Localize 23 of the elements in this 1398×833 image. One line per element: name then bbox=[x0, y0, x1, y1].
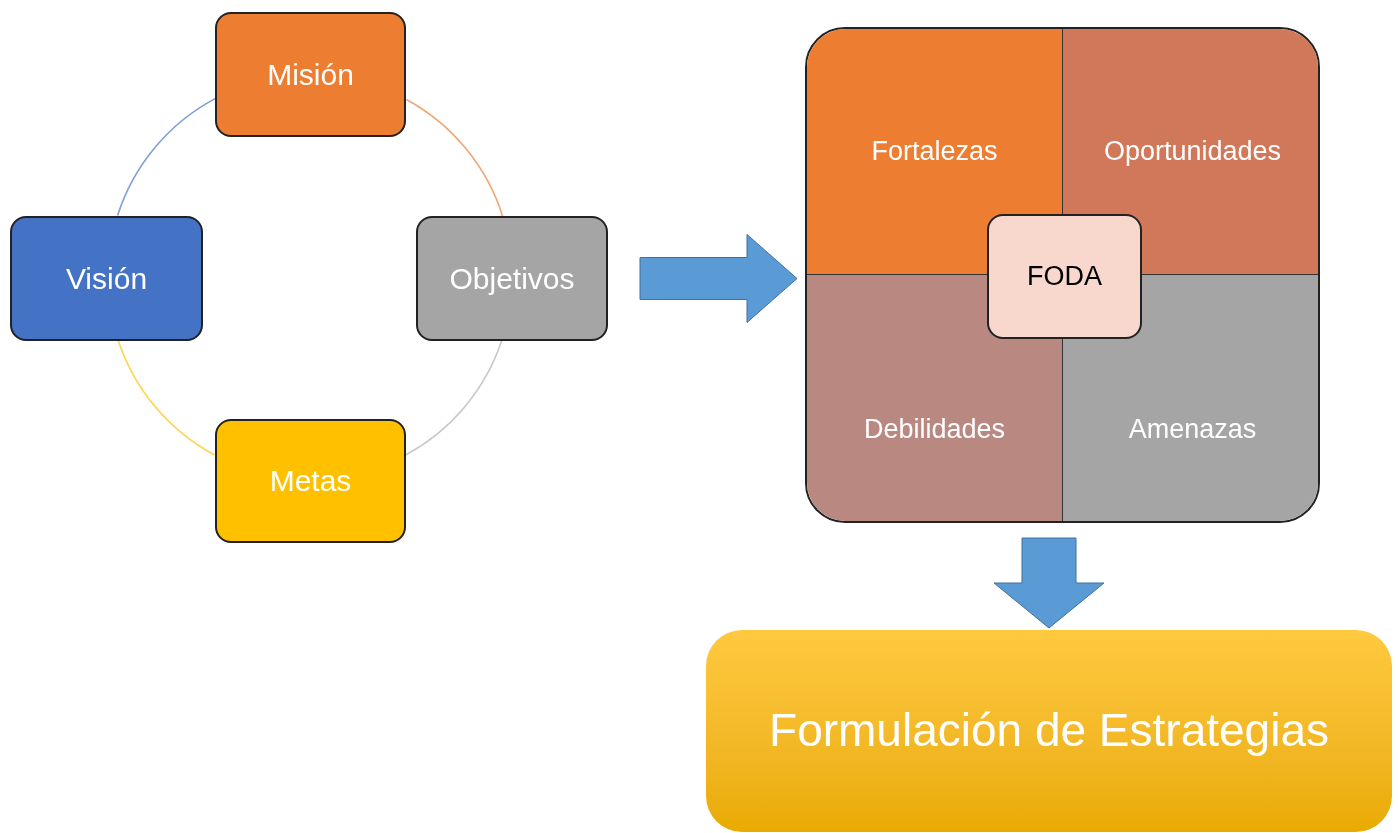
node-label: Visión bbox=[65, 260, 148, 297]
node-label: Misión bbox=[267, 56, 354, 93]
cycle-connector bbox=[116, 97, 216, 217]
node-label: FODA bbox=[1027, 259, 1102, 293]
matrix-frame bbox=[805, 27, 1320, 523]
cycle-connector bbox=[405, 98, 504, 218]
node-label: Formulación de Estrategias bbox=[769, 703, 1329, 759]
block-arrow bbox=[993, 537, 1105, 629]
process-box bbox=[215, 419, 406, 543]
process-box bbox=[10, 216, 203, 341]
node-label: Objetivos bbox=[449, 260, 575, 297]
process-box bbox=[215, 12, 406, 137]
result-box bbox=[706, 630, 1392, 832]
node-label: Amenazas bbox=[1128, 413, 1257, 447]
node-label: Oportunidades bbox=[1103, 134, 1282, 168]
cycle-connector bbox=[404, 340, 503, 456]
process-box bbox=[416, 216, 608, 341]
node-label: Debilidades bbox=[863, 413, 1006, 447]
cycle-connector bbox=[117, 339, 216, 456]
node-label: Metas bbox=[269, 463, 352, 500]
node-label: Fortalezas bbox=[871, 134, 998, 168]
block-arrow bbox=[639, 234, 798, 323]
center-box bbox=[987, 214, 1142, 339]
